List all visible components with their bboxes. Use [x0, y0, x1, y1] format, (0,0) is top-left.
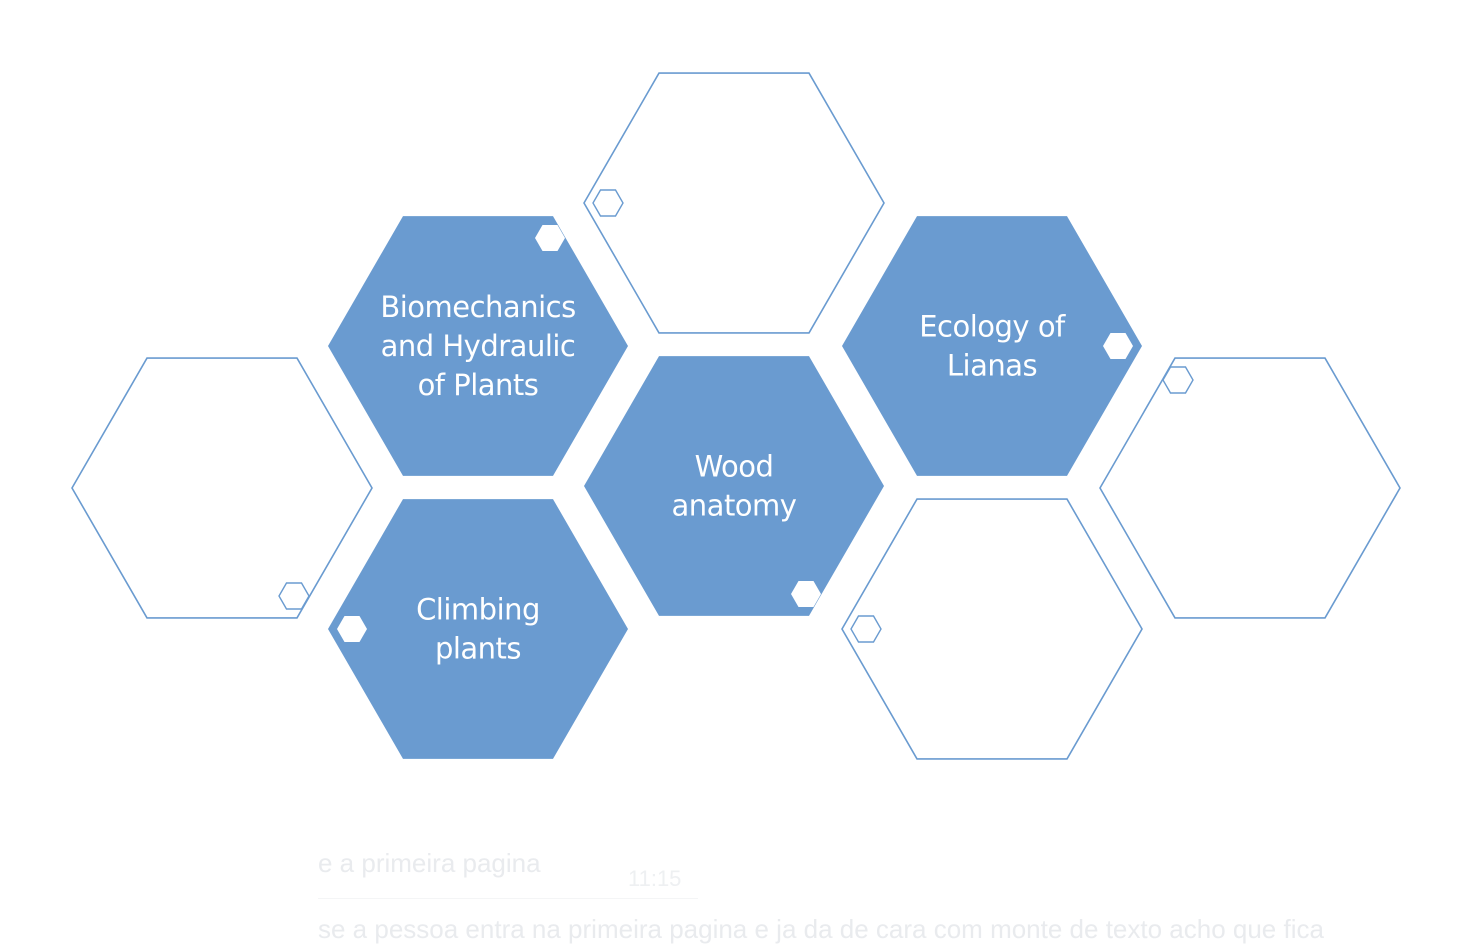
hexagon-label-line: and Hydraulic — [381, 329, 576, 363]
hexagon-label: Ecology of Lianas — [919, 310, 1066, 383]
hexagon-ecology: Ecology of Lianas — [842, 216, 1142, 476]
hexagon-marker-icon — [850, 615, 882, 643]
hexagon-shape — [328, 216, 628, 476]
hexagon-marker-icon — [1162, 366, 1194, 394]
hexagon-shape — [841, 498, 1143, 760]
hexagon-marker-icon — [535, 225, 565, 251]
hexagon-label-line: Ecology of — [919, 310, 1066, 344]
hexagon-shape — [71, 357, 373, 619]
hexagon-label-line: plants — [435, 632, 521, 666]
hexagon-label-line: Climbing — [416, 593, 540, 627]
hexagon-top-center-empty — [583, 72, 885, 334]
hexagon-marker-icon — [1103, 333, 1133, 359]
background-text-line-1: e a primeira pagina — [318, 848, 541, 878]
hexagon-label-line: Lianas — [947, 349, 1037, 383]
hexagon-marker-icon — [791, 581, 821, 607]
hexagon-marker-icon — [592, 189, 624, 217]
hexagon-bottom-right-empty — [841, 498, 1143, 760]
background-text-line-2: se a pessoa entra na primeira pagina e j… — [318, 914, 1324, 944]
hexagon-marker-icon — [278, 582, 310, 610]
hexagon-label: Biomechanics and Hydraulic of Plants — [380, 290, 575, 402]
hexagon-biomechanics: Biomechanics and Hydraulic of Plants — [328, 216, 628, 476]
hexagon-wood-anatomy: Wood anatomy — [584, 356, 884, 616]
hexagon-left-empty — [71, 357, 373, 619]
hexagon-label: Wood anatomy — [672, 450, 797, 523]
hexagon-shape — [584, 356, 884, 616]
hexagon-label-line: anatomy — [672, 489, 797, 523]
hexagon-shape — [842, 216, 1142, 476]
background-timestamp: 11:15 — [628, 866, 682, 891]
hexagon-label-line: of Plants — [418, 368, 539, 402]
hexagon-shape — [1099, 357, 1401, 619]
hexagon-label-line: Biomechanics — [380, 290, 575, 324]
hexagon-shape — [328, 499, 628, 759]
hexagon-label: Climbing plants — [416, 593, 540, 666]
hexagon-shape — [583, 72, 885, 334]
hexagon-right-empty — [1099, 357, 1401, 619]
hexagon-climbing-plants: Climbing plants — [328, 499, 628, 759]
background-divider — [318, 898, 698, 899]
hexagon-label-line: Wood — [695, 450, 774, 484]
hexagon-marker-icon — [337, 616, 367, 642]
